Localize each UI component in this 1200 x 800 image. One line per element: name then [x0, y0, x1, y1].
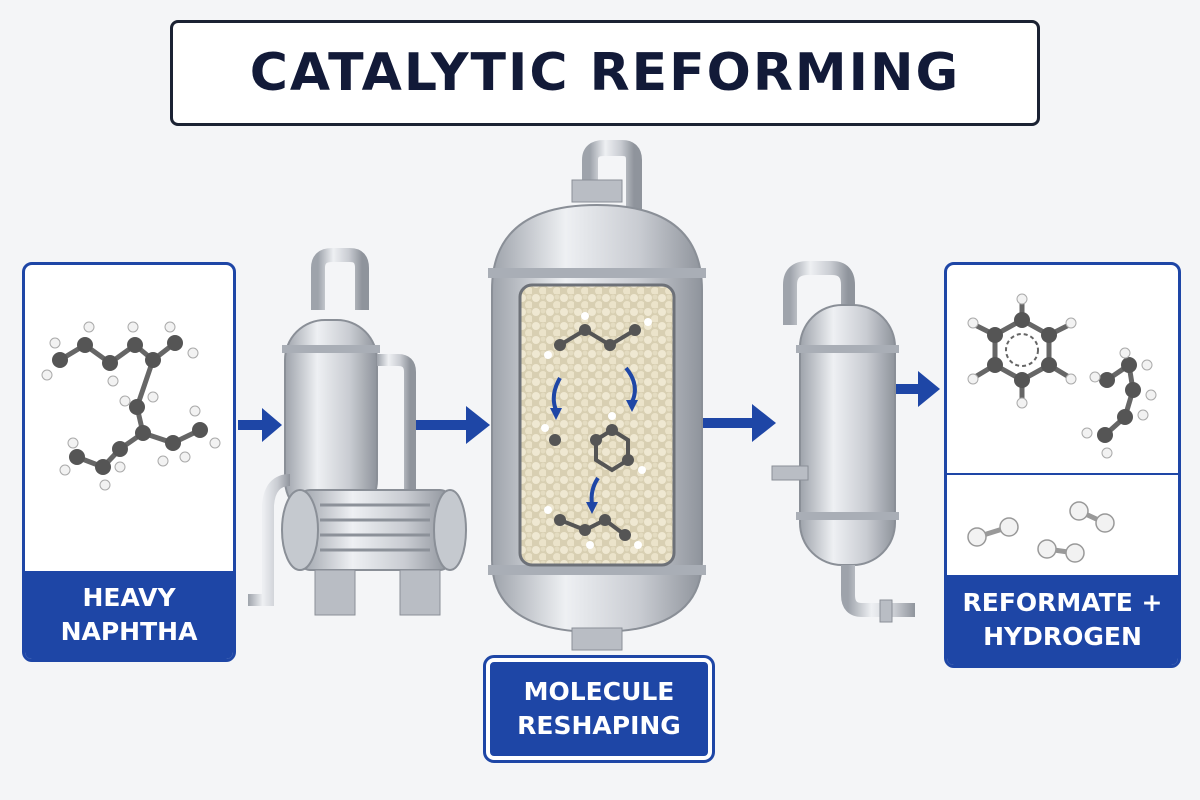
arrow-right-icon [888, 371, 940, 407]
product-molecules-icon [967, 293, 1157, 563]
title-box: CATALYTIC REFORMING [170, 20, 1040, 126]
product-panel: REFORMATE + HYDROGEN [944, 262, 1181, 668]
feed-panel: HEAVY NAPHTHA [22, 262, 236, 662]
reactor-vessel-icon [488, 140, 706, 651]
reactor-label-line2: RESHAPING [517, 711, 681, 740]
product-label-line2: HYDROGEN [983, 622, 1142, 651]
product-label: REFORMATE + HYDROGEN [947, 575, 1178, 665]
feed-label-line1: HEAVY [82, 583, 176, 612]
separator-vessel-icon [771, 261, 915, 623]
arrow-right-icon [414, 406, 490, 444]
product-divider [947, 473, 1178, 475]
arrow-right-icon [238, 408, 282, 442]
page-title: CATALYTIC REFORMING [249, 43, 961, 103]
reactor-label-line1: MOLECULE [523, 677, 675, 706]
feed-molecules-icon [41, 321, 221, 491]
feed-label-line2: NAPHTHA [60, 617, 198, 646]
reactor-label: MOLECULE RESHAPING [483, 655, 715, 763]
heat-exchanger-icon [248, 248, 467, 616]
feed-label: HEAVY NAPHTHA [25, 571, 233, 659]
product-label-line1: REFORMATE + [962, 588, 1163, 617]
arrow-right-icon [690, 404, 776, 442]
